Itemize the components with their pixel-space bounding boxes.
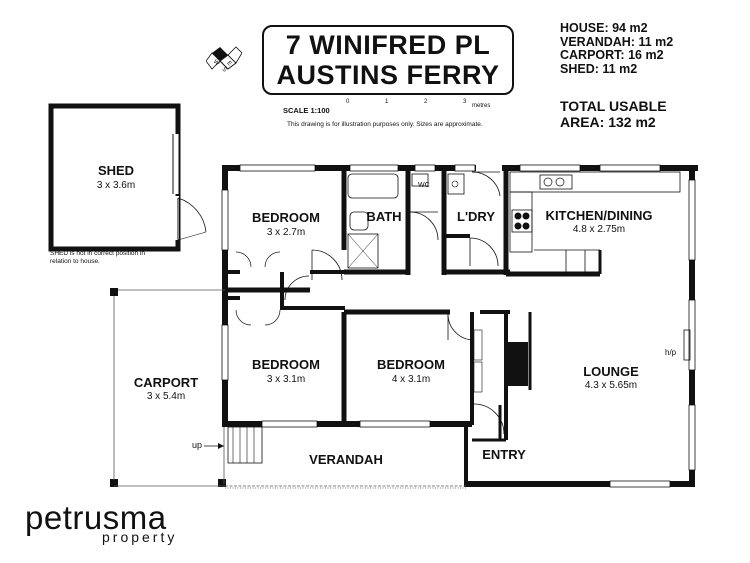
title-box: 7 WINIFRED PL AUSTINS FERRY bbox=[262, 25, 514, 95]
scale-label: SCALE 1:100 bbox=[283, 106, 330, 115]
laundry-label: L'DRY bbox=[457, 209, 495, 224]
carport-label: CARPORT bbox=[133, 375, 199, 390]
lounge-dim: 4.3 x 5.65m bbox=[584, 380, 638, 391]
scale-unit: metres bbox=[472, 103, 491, 109]
area-shed: SHED: 11 m2 bbox=[560, 61, 638, 76]
bedroom1-label: BEDROOM bbox=[252, 210, 320, 225]
verandah-label: VERANDAH bbox=[309, 452, 383, 467]
area-verandah: VERANDAH: 11 m2 bbox=[560, 34, 674, 49]
shed-door-gap bbox=[173, 196, 179, 240]
shed-label: SHED bbox=[97, 163, 135, 178]
kitchen-bench-top bbox=[509, 171, 681, 193]
lounge-label: LOUNGE bbox=[583, 364, 639, 379]
bedroom3-label: BEDROOM bbox=[377, 357, 445, 372]
shed-note-2: relation to house. bbox=[50, 258, 100, 265]
entry-label: ENTRY bbox=[482, 447, 526, 462]
fireplace bbox=[508, 342, 528, 386]
cooktop bbox=[511, 209, 533, 233]
total-area-line1: TOTAL USABLE bbox=[560, 98, 667, 114]
shed-door-swing bbox=[177, 197, 207, 233]
wc-label: WC bbox=[418, 182, 430, 189]
scale-tick-2: 2 bbox=[424, 99, 428, 105]
bathtub bbox=[347, 173, 399, 199]
scale-disclaimer: This drawing is for illustration purpose… bbox=[287, 121, 483, 128]
bath-label: BATH bbox=[366, 209, 402, 224]
shed-note-1: SHED is not in correct position in bbox=[50, 250, 146, 257]
laundry-tub bbox=[447, 173, 465, 195]
total-area-line2: AREA: 132 m2 bbox=[560, 113, 656, 130]
compass-icon: N E W S bbox=[206, 43, 242, 77]
kitchen-dim: 4.8 x 2.75m bbox=[572, 224, 626, 235]
carport-dim: 3 x 5.4m bbox=[146, 391, 186, 402]
bedroom3-dim: 4 x 3.1m bbox=[391, 374, 431, 385]
up-label: up bbox=[192, 440, 203, 450]
shed-dim: 3 x 3.6m bbox=[96, 180, 136, 191]
kitchen-label: KITCHEN/DINING bbox=[545, 208, 653, 223]
basin bbox=[349, 211, 369, 231]
scale-tick-0: 0 bbox=[346, 99, 350, 105]
area-summary: HOUSE: 94 m2 VERANDAH: 11 m2 CARPORT: 16… bbox=[560, 21, 674, 76]
total-area: TOTAL USABLE AREA: 132 m2 bbox=[560, 98, 667, 130]
title-street: 7 WINIFRED PL bbox=[285, 30, 491, 60]
title-suburb: AUSTINS FERRY bbox=[276, 60, 500, 90]
scale-tick-1: 1 bbox=[385, 99, 389, 105]
area-carport: CARPORT: 16 m2 bbox=[560, 48, 664, 62]
toilet bbox=[411, 173, 429, 187]
scale-tick-3: 3 bbox=[463, 99, 467, 105]
bedroom1-dim: 3 x 2.7m bbox=[266, 227, 306, 238]
kitchen-bench-side bbox=[509, 191, 533, 253]
sink bbox=[539, 174, 573, 190]
bedroom2-label: BEDROOM bbox=[252, 357, 320, 372]
hp-label: h/p bbox=[665, 348, 677, 357]
brand-logo-sub: property bbox=[102, 529, 178, 545]
shower bbox=[347, 233, 379, 269]
area-house: HOUSE: 94 m2 bbox=[560, 21, 648, 35]
brand-logo: petrusma bbox=[25, 499, 167, 536]
bedroom2-dim: 3 x 3.1m bbox=[266, 374, 306, 385]
verandah-steps bbox=[227, 426, 263, 464]
